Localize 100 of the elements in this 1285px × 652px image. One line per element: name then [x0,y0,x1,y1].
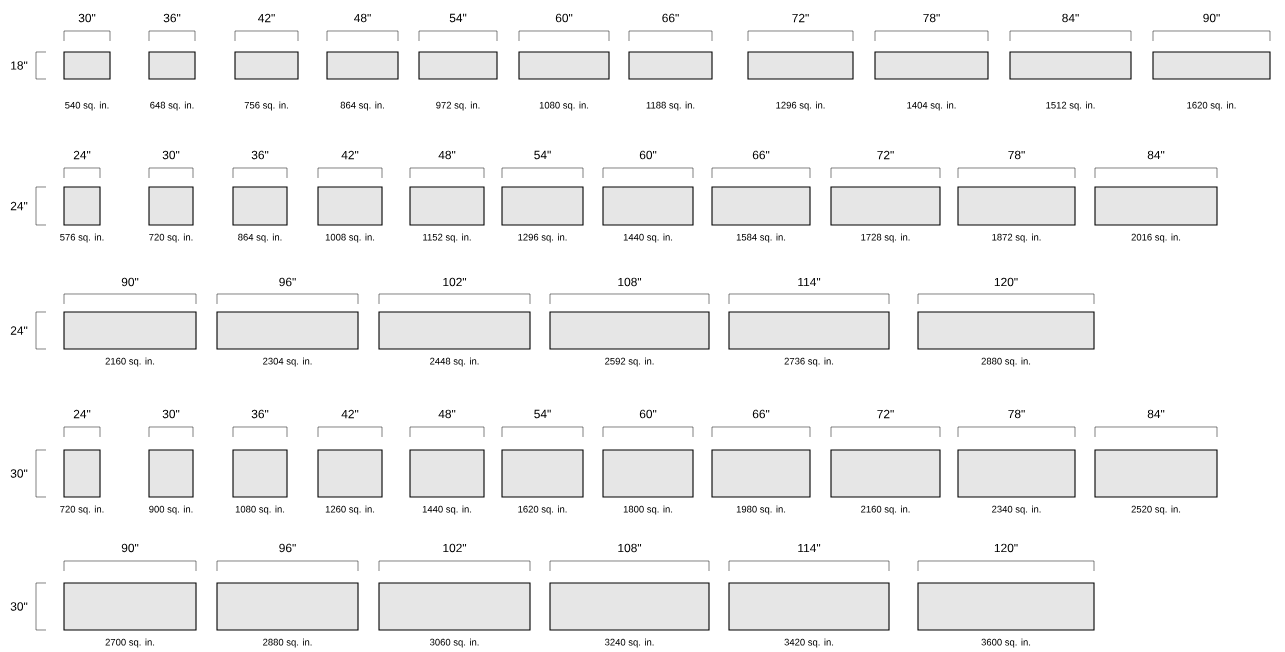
area-label: 1152 sq. in. [423,233,471,243]
area-label: 576 sq. in. [60,233,104,243]
dimension-label: 30" [78,13,96,23]
rectangle-box [711,449,811,498]
rectangle-box [917,582,1095,631]
dimension-label: 54" [449,13,467,23]
dimension-label: 54" [534,409,551,419]
rectangle-box [747,51,854,80]
rectangle-box [418,51,498,80]
dimension-label: 120" [994,277,1018,287]
rectangle-box [957,186,1076,226]
dimension-label: 30" [10,602,28,611]
dimension-label: 60" [555,13,573,23]
area-label: 2520 sq. in. [1131,505,1181,515]
rectangle-box [874,51,989,80]
area-label: 1584 sq. in. [736,233,786,243]
dimension-label: 42" [341,150,359,160]
area-label: 2700 sq. in. [105,638,155,648]
dimension-label: 54" [534,150,551,160]
area-label: 864 sq. in. [340,101,384,111]
area-label: 1296 sq. in. [776,101,825,111]
rectangle-box [518,51,610,80]
area-label: 1440 sq. in. [422,505,472,515]
dimension-label: 48" [438,150,456,160]
area-label: 2160 sq. in. [861,505,910,515]
rectangle-box [326,51,399,80]
area-label: 1008 sq. in. [325,233,375,243]
dimension-label: 48" [354,13,371,23]
area-label: 3420 sq. in. [784,638,834,648]
dimension-label: 108" [618,277,642,287]
rectangle-box [549,582,710,631]
dimension-label: 60" [639,409,657,419]
rectangle-box [63,186,101,226]
area-label: 2880 sq. in. [263,638,312,648]
dimension-label: 90" [121,277,139,287]
rectangle-box [602,449,694,498]
rectangle-box [628,51,713,80]
area-label: 1980 sq. in. [736,505,786,515]
area-label: 1080 sq. in. [539,101,589,111]
area-label: 720 sq. in. [149,233,193,243]
area-label: 2304 sq. in. [263,357,312,367]
area-label: 1440 sq. in. [623,233,673,243]
rectangle-box [830,449,941,498]
dimension-label: 42" [341,409,359,419]
rectangle-box [501,186,584,226]
rectangle-box [409,449,485,498]
area-label: 1260 sq. in. [325,505,375,515]
rectangle-box [1152,51,1271,80]
area-label: 3600 sq. in. [981,638,1031,648]
rectangle-box [148,51,196,80]
rectangle-box [602,186,694,226]
area-label: 1512 sq. in. [1046,101,1095,111]
dimension-label: 78" [1008,150,1025,160]
rectangle-box [63,449,101,498]
area-label: 2736 sq. in. [784,357,834,367]
dimension-label: 78" [923,13,940,23]
rectangle-box [378,582,531,631]
rectangle-box [711,186,811,226]
area-label: 720 sq. in. [60,505,104,515]
rectangle-box [830,186,941,226]
dimension-label: 24" [73,150,91,160]
dimension-label: 66" [752,150,770,160]
dimension-label: 102" [443,277,467,287]
rectangle-box [63,582,197,631]
rectangle-box [63,311,197,350]
dimension-label: 36" [251,409,269,419]
rectangle-box [317,186,383,226]
dimension-label: 42" [258,13,275,23]
dimension-label: 114" [798,277,821,287]
area-label: 648 sq. in. [150,101,194,111]
rectangle-box [232,186,288,226]
area-label: 972 sq. in. [436,101,480,111]
rectangle-box [1094,449,1218,498]
rectangle-box [728,582,890,631]
rectangle-box [234,51,299,80]
area-label: 1800 sq. in. [623,505,673,515]
dimension-label: 24" [73,409,91,419]
dimension-label: 66" [752,409,770,419]
dimension-label: 84" [1147,150,1165,160]
dimension-label: 84" [1062,13,1079,23]
area-label: 1728 sq. in. [861,233,910,243]
rectangle-box [1009,51,1132,80]
dimension-label: 114" [798,543,821,553]
area-label: 1620 sq. in. [1187,101,1236,111]
dimension-label: 30" [162,409,180,419]
dimension-label: 96" [279,277,296,287]
rectangle-box [917,311,1095,350]
area-label: 2160 sq. in. [105,357,155,367]
rectangle-box [1094,186,1218,226]
area-label: 540 sq. in. [65,101,109,111]
dimension-label: 108" [618,543,642,553]
area-label: 756 sq. in. [244,101,288,111]
area-label: 2448 sq. in. [430,357,479,367]
area-label: 2016 sq. in. [1131,233,1181,243]
rectangle-box [501,449,584,498]
area-label: 2880 sq. in. [981,357,1031,367]
area-label: 864 sq. in. [238,233,282,243]
rectangle-box [216,582,359,631]
dimension-label: 84" [1147,409,1165,419]
dimension-label: 36" [251,150,269,160]
